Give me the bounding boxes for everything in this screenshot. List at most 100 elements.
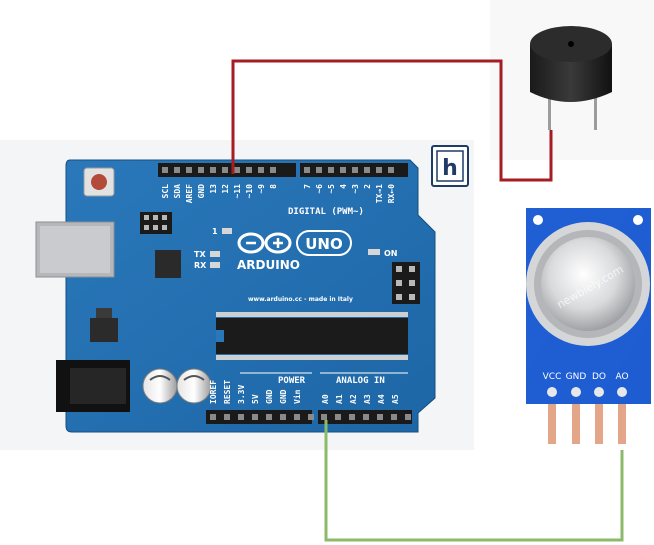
- footer-text: www.arduino.cc - made in Italy: [248, 296, 353, 303]
- arduino-logo-icon: [237, 232, 292, 254]
- header-pin-hole: [186, 167, 192, 173]
- analog-pin-label: A5: [391, 394, 400, 404]
- header-pin-hole: [294, 414, 300, 420]
- header-pin-hole: [234, 167, 240, 173]
- digital-pin-label: ~11: [233, 184, 242, 199]
- digital-pin-label: 8: [269, 184, 278, 189]
- mount-hole-left: [533, 215, 543, 225]
- tx-label: TX: [194, 250, 206, 259]
- power-pin-label: 3.3V: [237, 385, 246, 404]
- header-pin-hole: [210, 414, 216, 420]
- usb-port-inner: [40, 226, 110, 273]
- header-pin-hole: [340, 167, 346, 173]
- digital-pin-label: 7: [303, 184, 312, 189]
- header-pin-hole: [321, 414, 327, 420]
- chip-pins-top: [216, 312, 408, 317]
- header-pin-hole: [258, 167, 264, 173]
- analog-pin-label: A3: [363, 394, 372, 404]
- power-pin-label: Vin: [292, 389, 302, 404]
- tx-led: [210, 251, 220, 257]
- rx-label: RX: [194, 261, 207, 270]
- sensor-mesh: [541, 237, 635, 331]
- reset-button-cap: [91, 174, 107, 190]
- wire-a0-to-sensor-ao: [324, 420, 624, 542]
- header-pin-hole: [252, 414, 258, 420]
- digital-pin-label: 4: [339, 184, 348, 189]
- digital-pin-label: 2: [363, 184, 372, 189]
- arduino-brand-text: ARDUINO: [237, 258, 300, 272]
- sensor-pin-label: DO: [592, 372, 606, 382]
- digital-pin-label: ~5: [327, 184, 336, 194]
- capacitors: [142, 368, 212, 404]
- digital-pin-label: TX→1: [375, 184, 384, 203]
- header-pin-hole: [238, 414, 244, 420]
- digital-pin-label: RX←0: [387, 184, 396, 203]
- atmega-chip: [216, 318, 408, 354]
- digital-pin-label: 12: [221, 184, 230, 194]
- on-label: ON: [384, 249, 398, 258]
- uno-label: UNO: [305, 235, 343, 253]
- power-header-label: POWER: [278, 376, 306, 386]
- l-led-label: 1: [212, 227, 218, 236]
- header-pin-hole: [174, 167, 180, 173]
- header-pin-hole: [335, 414, 341, 420]
- header-pin-hole: [391, 414, 397, 420]
- power-header: [206, 410, 312, 424]
- usb-chip: [155, 250, 181, 278]
- digital-header-label: DIGITAL (PWM~): [288, 207, 364, 217]
- analog-pin-label: A0: [321, 394, 330, 404]
- header-pin-hole: [210, 167, 216, 173]
- sensor-pin-labels: VCC GND DO AO: [543, 372, 629, 382]
- header-pin-hole: [308, 414, 314, 420]
- digital-pin-label: SCL: [161, 184, 170, 199]
- header-pin-hole: [316, 167, 322, 173]
- sensor-pin-label: AO: [615, 372, 628, 382]
- header-pin-hole: [405, 414, 411, 420]
- logo-letter: h: [442, 156, 458, 181]
- piezo-buzzer: [530, 26, 612, 130]
- digital-pin-label: ~9: [257, 184, 266, 194]
- digital-pin-holes: [162, 167, 394, 173]
- power-pin-label: RESET: [223, 380, 232, 404]
- digital-pin-label: AREF: [185, 184, 194, 203]
- power-led: [368, 249, 380, 255]
- digital-pin-label: GND: [197, 184, 206, 199]
- chip-pins-bottom: [216, 355, 408, 360]
- l-led: [222, 228, 232, 234]
- header-pin-hole: [376, 167, 382, 173]
- digital-pin-label: ~6: [315, 184, 324, 194]
- header-pin-hole: [198, 167, 204, 173]
- header-pin-hole: [270, 167, 276, 173]
- digital-pin-label: ~10: [245, 184, 254, 199]
- analog-pin-label: A4: [377, 394, 386, 404]
- header-pin-hole: [377, 414, 383, 420]
- sensor-pin-pads: [547, 387, 627, 397]
- icsp-header-top: [140, 212, 172, 234]
- voltage-regulator: [90, 318, 118, 342]
- sensor-pin-label: GND: [566, 372, 587, 382]
- sensor-pin-label: VCC: [543, 372, 562, 382]
- digital-pin-label: 13: [209, 184, 218, 194]
- digital-pin-label: ~3: [351, 184, 360, 194]
- header-pin-hole: [364, 167, 370, 173]
- header-pin-hole: [352, 167, 358, 173]
- site-logo-icon: h: [431, 145, 469, 187]
- header-pin-hole: [266, 414, 272, 420]
- bottom-pin-holes: [210, 414, 411, 420]
- header-pin-hole: [363, 414, 369, 420]
- power-pin-label: IOREF: [209, 380, 218, 404]
- digital-pin-label: SDA: [173, 184, 182, 199]
- header-pin-hole: [224, 414, 230, 420]
- wire-pin12-to-buzzer: [231, 59, 553, 182]
- digital-header: [158, 163, 408, 177]
- rx-led: [210, 262, 220, 268]
- analog-pin-label: A2: [349, 394, 358, 404]
- header-pin-hole: [304, 167, 310, 173]
- analog-pin-label: A1: [335, 394, 344, 404]
- header-pin-hole: [162, 167, 168, 173]
